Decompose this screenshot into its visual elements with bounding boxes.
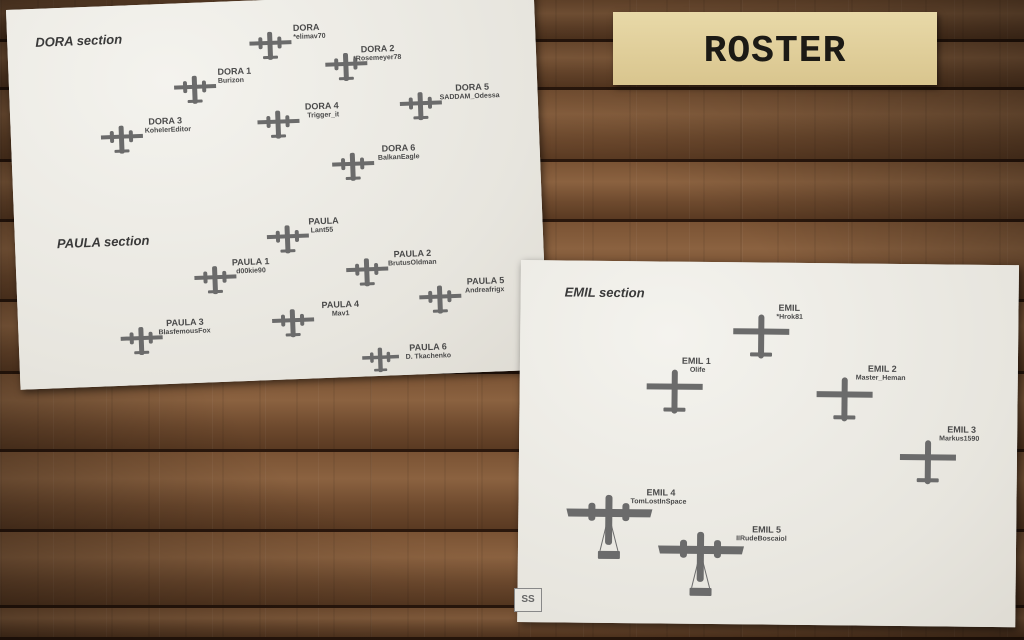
bomber-icon: [362, 347, 400, 373]
fighter-icon: [646, 369, 703, 414]
bomber-icon: [658, 531, 745, 597]
roster-banner: ROSTER: [613, 12, 937, 85]
bomber-icon: [332, 152, 375, 181]
bomber-icon: [419, 285, 462, 314]
fighter-icon: [733, 314, 790, 359]
bomber-icon: [266, 225, 309, 254]
roster-title: ROSTER: [703, 30, 847, 73]
fighter-icon: [816, 377, 873, 422]
studio-logo: SS: [514, 588, 542, 612]
bomber-icon: [100, 125, 144, 154]
bomber-icon: [257, 110, 300, 139]
bomber-icon: [346, 258, 389, 287]
bomber-icon: [566, 494, 653, 560]
fighter-icon: [899, 440, 956, 485]
bomber-icon: [249, 31, 292, 60]
emil-sheet: EMIL section EMIL *Hrok81 EMIL 1 Olife E…: [517, 260, 1019, 628]
bomber-icon: [194, 266, 237, 295]
emil-section-title: EMIL section: [564, 284, 645, 301]
paula-section-title: PAULA section: [56, 232, 150, 252]
bomber-icon: [120, 327, 163, 356]
dora-section-title: DORA section: [34, 31, 123, 50]
dora-paula-sheet: DORA section DORA *elimav70 DORA 1 Buriz…: [6, 0, 549, 390]
bomber-icon: [325, 52, 368, 82]
bomber-icon: [174, 75, 217, 104]
bomber-icon: [399, 92, 442, 121]
bomber-icon: [272, 309, 315, 338]
